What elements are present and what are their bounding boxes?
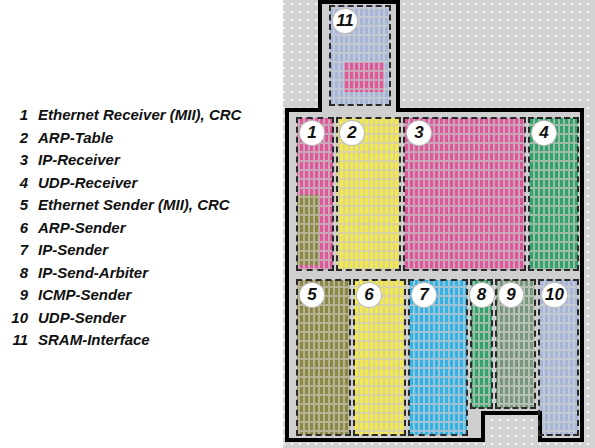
callout-number: 8	[470, 283, 494, 307]
part-name: UDP-Receiver	[38, 174, 137, 192]
callout-number: 10	[6, 309, 28, 327]
fill-11-pink	[344, 62, 384, 92]
part-name: IP-Receiver	[38, 151, 120, 169]
floorplan-region: 2	[336, 117, 401, 271]
part-name: IP-Sender	[38, 241, 108, 259]
part-name: SRAM-Interface	[38, 331, 150, 349]
used-area	[287, 2, 582, 440]
floorplan-region: 8	[470, 279, 493, 409]
callout-number: 6	[357, 283, 381, 307]
callout-number: 1	[6, 106, 28, 124]
fill-10	[539, 280, 578, 435]
callout-number: 2	[340, 121, 364, 145]
fill-2	[337, 118, 400, 270]
callout-number: 11	[6, 331, 28, 349]
floorplan-region: 4	[528, 117, 579, 271]
callout-number: 9	[499, 283, 523, 307]
floorplan-region: 3	[403, 117, 526, 271]
fill-5	[297, 280, 350, 435]
part-name: Ethernet Sender (MII), CRC	[38, 196, 230, 214]
callout-number: 11	[333, 9, 357, 33]
callout-number: 7	[6, 241, 28, 259]
callout-number: 1	[300, 121, 324, 145]
fill-9	[496, 280, 535, 408]
fill-6	[354, 280, 405, 435]
floorplan-region: 1	[296, 117, 334, 271]
callout-number: 8	[6, 264, 28, 282]
callout-number: 10	[542, 283, 567, 307]
part-name: ARP-Table	[38, 129, 113, 147]
chip-ground	[283, 0, 595, 448]
fill-1	[297, 118, 333, 270]
part-name: UDP-Sender	[38, 309, 126, 327]
floorplan-region: 10	[538, 279, 579, 436]
floorplan-region: 7	[408, 279, 468, 436]
callout-number: 6	[6, 219, 28, 237]
part-name: ARP-Sender	[38, 219, 126, 237]
chip-outline	[287, 2, 582, 440]
callout-number: 5	[300, 283, 324, 307]
fill-11	[330, 6, 390, 105]
part-name: Ethernet Receiver (MII), CRC	[38, 106, 241, 124]
fill-1-olive	[297, 195, 319, 265]
part-name: ICMP-Sender	[38, 286, 131, 304]
part-name: IP-Send-Arbiter	[38, 264, 148, 282]
callout-number: 7	[412, 283, 436, 307]
floorplan-region: 5	[296, 279, 351, 436]
callout-number: 9	[6, 286, 28, 304]
callout-number: 3	[6, 151, 28, 169]
callout-number: 4	[532, 121, 556, 145]
floorplan-region: 11	[329, 5, 391, 106]
fill-3	[404, 118, 525, 270]
callout-number: 2	[6, 129, 28, 147]
fill-7	[409, 280, 467, 435]
callout-number: 3	[407, 121, 431, 145]
callout-number: 5	[6, 196, 28, 214]
fill-4	[529, 118, 578, 270]
floorplan-region: 6	[353, 279, 406, 436]
callout-number: 4	[6, 174, 28, 192]
floorplan-region: 9	[495, 279, 536, 409]
